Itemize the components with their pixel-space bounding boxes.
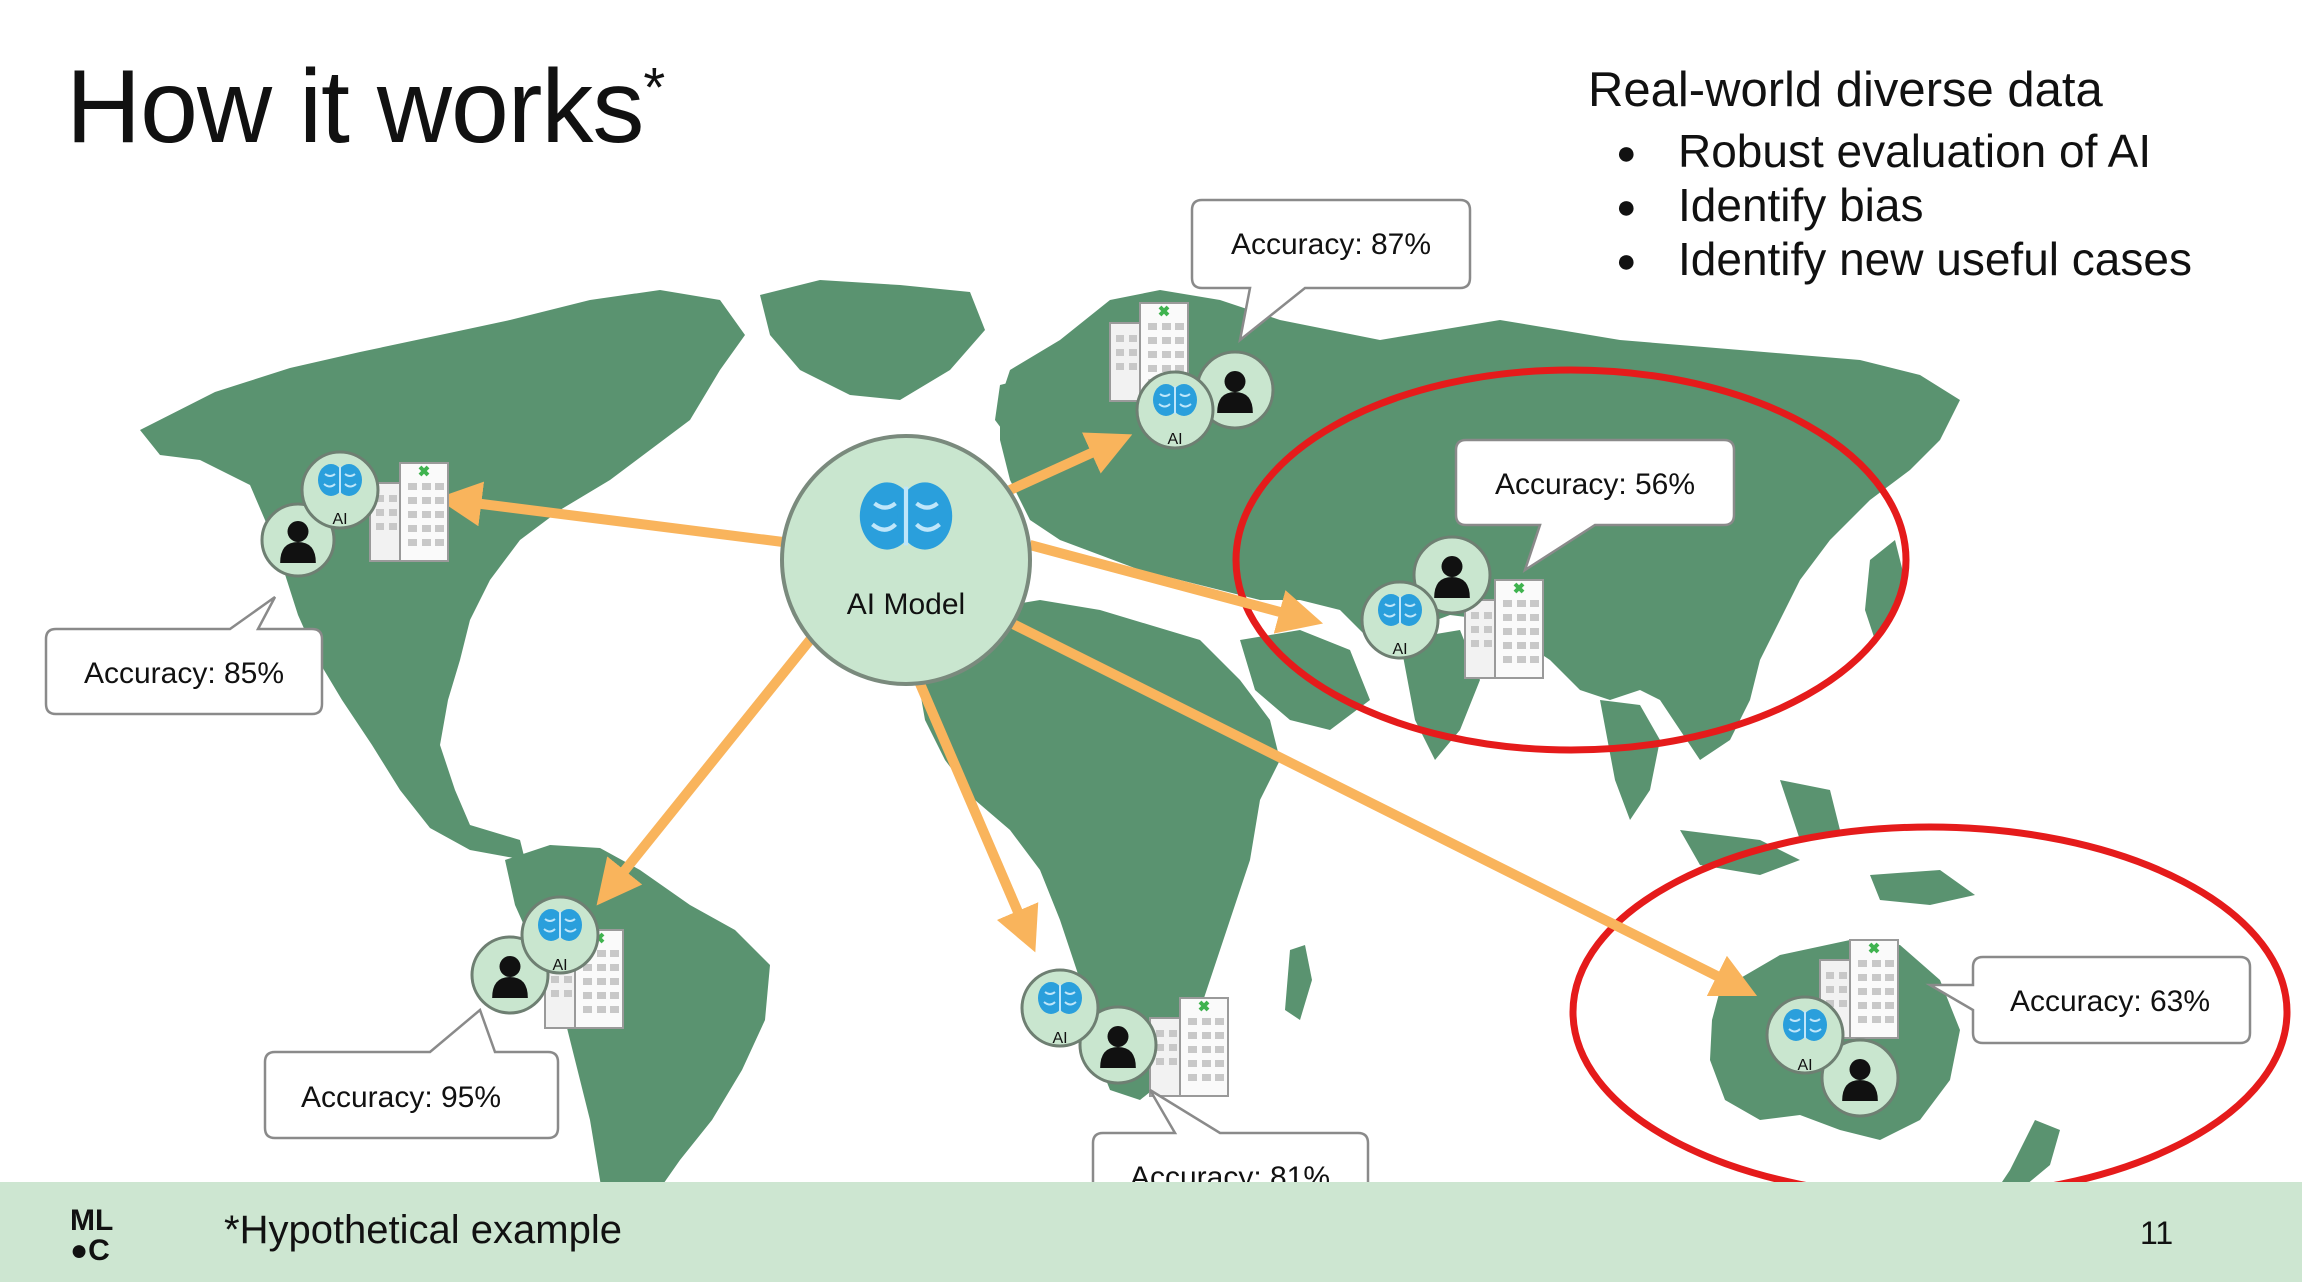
site-australia: AI xyxy=(1765,938,1900,1118)
ai-model-label: AI Model xyxy=(847,588,965,621)
new-guinea-land xyxy=(1870,870,1975,905)
brain-icon xyxy=(537,908,583,942)
title-footnote-mark: * xyxy=(643,55,665,119)
site-south-america: AI xyxy=(470,895,625,1030)
accuracy-label: Accuracy: 87% xyxy=(1231,228,1431,261)
accuracy-callout-asia: Accuracy: 56% xyxy=(1454,438,1736,573)
site-ai-label: AI xyxy=(1167,431,1182,448)
japan-land xyxy=(1865,540,1905,640)
brain-icon xyxy=(860,482,952,549)
accuracy-callout-europe: Accuracy: 87% xyxy=(1190,198,1472,344)
logo-bottom: ●C xyxy=(70,1234,110,1267)
arrow-asia xyxy=(1028,540,1324,634)
distribution-arrows xyxy=(436,432,1758,997)
site-ai-label: AI xyxy=(552,957,567,974)
arrow-north-america xyxy=(436,481,784,547)
title-text: How it works xyxy=(66,49,644,165)
brain-icon xyxy=(1782,1008,1828,1042)
arrow-africa xyxy=(910,670,1039,953)
site-ai-label: AI xyxy=(1052,1030,1067,1047)
info-bullet-list: Robust evaluation of AI Identify bias Id… xyxy=(1588,124,2192,288)
africa-land xyxy=(918,600,1280,1100)
info-panel: Real-world diverse data Robust evaluatio… xyxy=(1588,62,2192,288)
site-ai-label: AI xyxy=(1392,641,1407,658)
southeast-asia-land xyxy=(1600,700,1840,875)
site-north-america: AI xyxy=(260,450,450,578)
site-ai-label: AI xyxy=(332,511,347,528)
site-asia: AI xyxy=(1360,535,1545,680)
accuracy-label: Accuracy: 56% xyxy=(1495,468,1695,501)
info-bullet: Identify bias xyxy=(1616,178,2192,234)
page-number: 11 xyxy=(2140,1215,2174,1251)
logo-top: ML xyxy=(70,1204,114,1237)
accuracy-label: Accuracy: 85% xyxy=(84,657,284,690)
brain-icon xyxy=(1037,981,1083,1015)
accuracy-label: Accuracy: 95% xyxy=(301,1081,501,1114)
slide-title: How it works* xyxy=(66,48,665,167)
mlc-logo: ML ●C xyxy=(70,1206,113,1266)
site-ai-label: AI xyxy=(1797,1057,1812,1074)
info-heading: Real-world diverse data xyxy=(1588,63,2103,117)
brain-icon xyxy=(1377,593,1423,627)
site-africa: AI xyxy=(1020,968,1230,1098)
accuracy-label: Accuracy: 63% xyxy=(2010,985,2210,1018)
arrow-europe xyxy=(1007,432,1133,495)
footer-bar xyxy=(0,1182,2302,1282)
greenland-land xyxy=(760,280,985,400)
accuracy-callout-australia: Accuracy: 63% xyxy=(1925,955,2252,1045)
brain-icon xyxy=(1152,383,1198,417)
ai-model-node: AI Model xyxy=(780,434,1032,686)
new-zealand-land xyxy=(1990,1120,2060,1200)
arrow-south-america xyxy=(596,626,822,906)
footnote: *Hypothetical example xyxy=(224,1208,622,1252)
highlight-ring-asia xyxy=(1232,366,1910,754)
info-bullet: Robust evaluation of AI xyxy=(1616,124,2192,180)
madagascar-land xyxy=(1285,945,1312,1020)
info-bullet: Identify new useful cases xyxy=(1616,232,2192,288)
accuracy-callout-north-america: Accuracy: 85% xyxy=(44,595,324,716)
arrow-australia xyxy=(1002,615,1758,997)
brain-icon xyxy=(317,463,363,497)
uk-land xyxy=(995,380,1025,440)
site-europe: AI xyxy=(1108,301,1275,450)
accuracy-callout-south-america: Accuracy: 95% xyxy=(263,1007,560,1140)
north-america-land xyxy=(140,290,745,860)
